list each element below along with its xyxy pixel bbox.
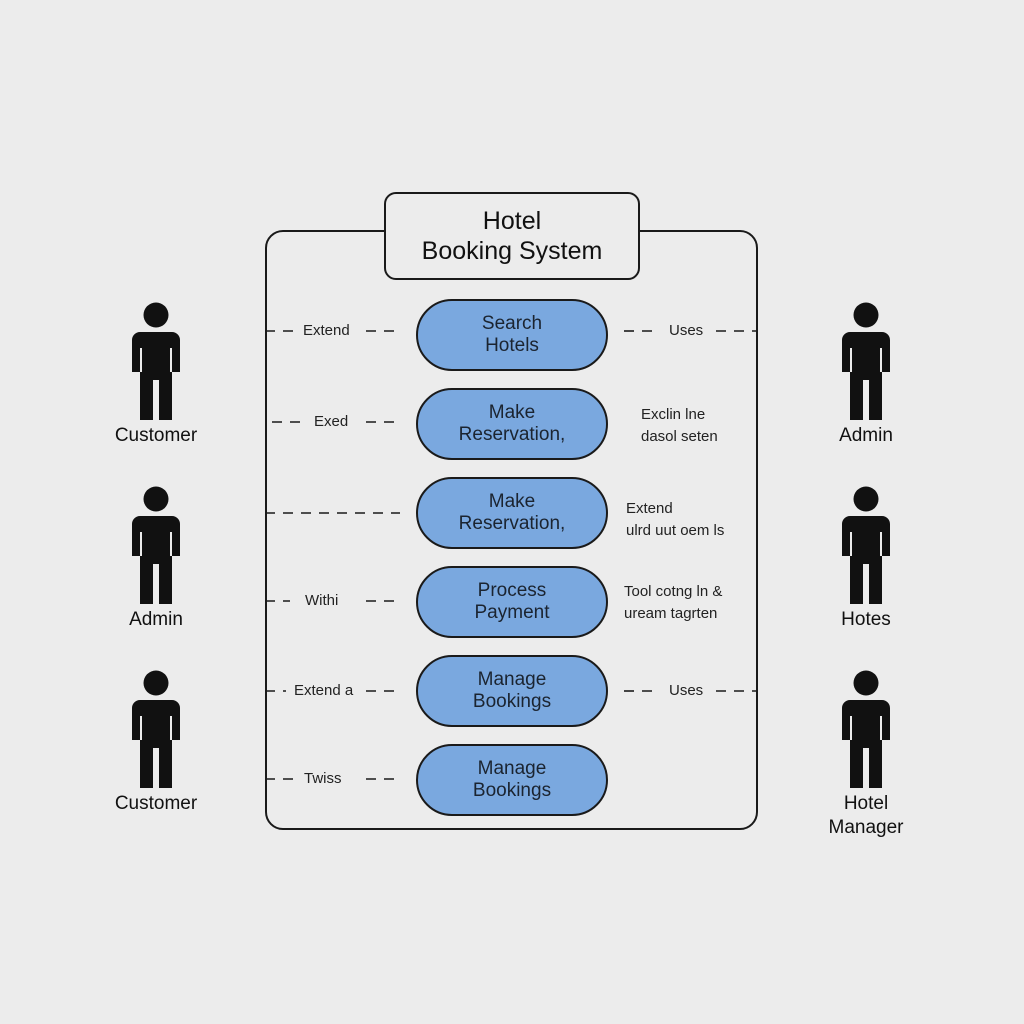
actor-hotel-manager: Hotel Manager	[796, 670, 936, 840]
actor-admin: Admin	[86, 486, 226, 632]
relation-label-left-4: Withi	[305, 592, 339, 609]
actor-hotes: Hotes	[796, 486, 936, 632]
actor-label: Customer	[114, 793, 198, 814]
person-icon	[842, 670, 890, 788]
person-icon	[132, 670, 180, 788]
relation-label-right-3: Extend ulrd uut oem ls	[626, 500, 725, 539]
person-icon	[132, 486, 180, 604]
actor-label: Customer	[114, 425, 198, 446]
relation-label-right-5: Uses	[669, 682, 704, 699]
use-case-make-reservation-2: Make Reservation,	[416, 477, 608, 549]
use-case-manage-bookings: Manage Bookings	[416, 655, 608, 727]
relation-label-left-5: Extend a	[294, 682, 354, 699]
system-title: Hotel Booking System	[384, 192, 640, 280]
actor-customer-2: Customer	[86, 670, 226, 816]
actor-customer: Customer	[86, 302, 226, 448]
use-case-search-hotels: Search Hotels	[416, 299, 608, 371]
use-case-manage-bookings-2: Manage Bookings	[416, 744, 608, 816]
relation-label-left-6: Twiss	[304, 770, 342, 787]
actor-label: Admin	[839, 425, 893, 446]
relation-label-left-1: Extend	[303, 322, 350, 339]
actor-label: Hotes	[841, 609, 891, 630]
use-case-make-reservation: Make Reservation,	[416, 388, 608, 460]
person-icon	[842, 302, 890, 420]
actor-admin-right: Admin	[796, 302, 936, 448]
person-icon	[132, 302, 180, 420]
use-case-process-payment: Process Payment	[416, 566, 608, 638]
actor-label: Hotel Manager	[828, 793, 904, 838]
relation-label-left-2: Exed	[314, 413, 349, 430]
relation-label-right-1: Uses	[669, 322, 704, 339]
person-icon	[842, 486, 890, 604]
relation-label-right-2: Exclin lne dasol seten	[641, 406, 718, 445]
actor-label: Admin	[129, 609, 183, 630]
relation-label-right-4: Tool cotng ln & uream tagrten	[624, 583, 723, 622]
